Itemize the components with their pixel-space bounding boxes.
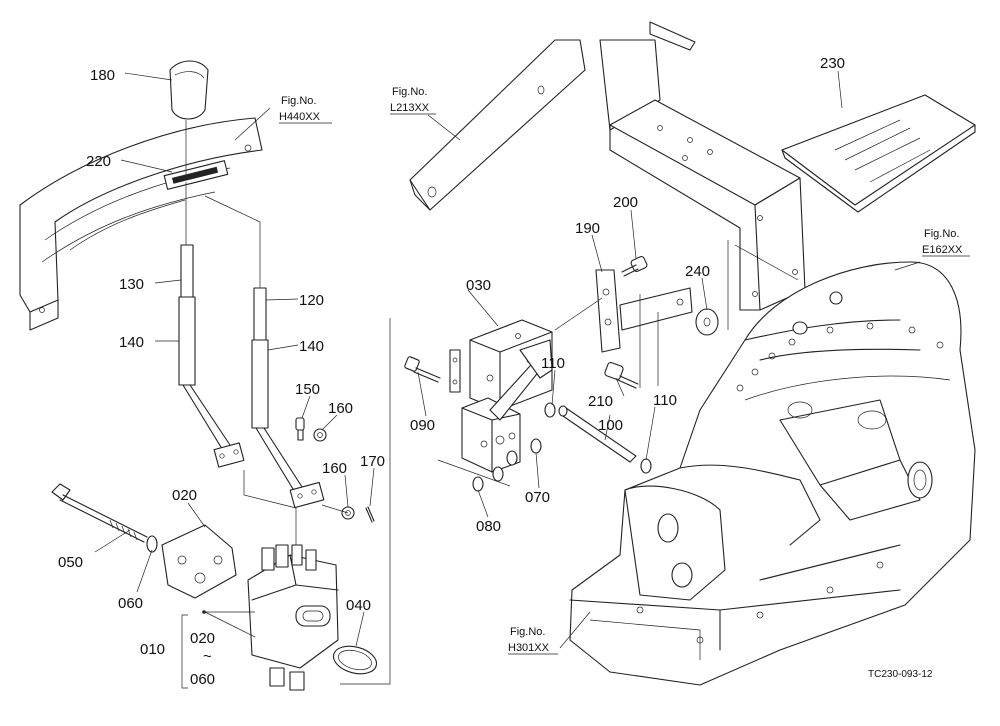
washer-240	[695, 308, 719, 336]
control-valve	[247, 508, 339, 691]
bolt-050	[51, 483, 148, 543]
label-part-050: 050	[58, 554, 83, 571]
label-part-140: 140	[299, 338, 324, 355]
lever-120	[251, 287, 325, 509]
label-part-030: 030	[466, 277, 491, 294]
fig-ref-l213-line2: L213XX	[390, 102, 430, 114]
transmission-case	[569, 261, 976, 686]
label-part-160: 160	[328, 400, 353, 417]
leader-lines	[94, 70, 921, 649]
label-part-150: 150	[295, 381, 320, 398]
label-part-160: 160	[322, 460, 347, 477]
label-part-080: 080	[476, 518, 501, 535]
section-divider	[340, 318, 391, 685]
bolt-150	[295, 417, 305, 441]
bolt-090	[404, 356, 441, 383]
group-bracket	[181, 614, 188, 689]
label-part-210: 210	[588, 393, 613, 410]
label-part-020: 020	[190, 630, 215, 647]
label-part-220: 220	[86, 153, 111, 170]
label-part-070: 070	[525, 489, 550, 506]
label-part-060: 060	[190, 671, 215, 688]
label-part-120: 120	[299, 292, 324, 309]
bolt-210	[604, 361, 639, 389]
label-part-110: 110	[541, 355, 565, 372]
label-part-230: 230	[820, 55, 845, 72]
label-part-010: 010	[140, 641, 165, 658]
label-part-110: 110	[653, 392, 677, 409]
lever-knob	[169, 60, 209, 178]
pipe-100	[558, 405, 637, 463]
part-labels: 180 220 130 140 120 140 150 160 160 170 …	[58, 55, 845, 688]
o-ring-070	[530, 438, 542, 454]
fig-ref-h301-line2: H301XX	[508, 642, 550, 654]
label-part-200: 200	[613, 194, 638, 211]
o-ring-040	[332, 645, 378, 675]
o-rings-080	[472, 450, 518, 492]
fig-ref-e162-line1: Fig.No.	[924, 228, 959, 240]
washer-060	[146, 535, 158, 553]
lever-130	[178, 244, 245, 468]
drawing-code: TC230-093-12	[868, 669, 933, 680]
o-ring-110a	[544, 402, 556, 418]
label-range-tilde: ~	[203, 648, 212, 665]
plate-020	[161, 524, 237, 599]
bolt-200	[621, 256, 648, 277]
lever-guide-plate	[19, 117, 263, 331]
label-part-040: 040	[346, 597, 371, 614]
fig-ref-h301-line1: Fig.No.	[510, 626, 545, 638]
pin-170	[365, 506, 375, 523]
frame-rail	[409, 39, 586, 211]
label-part-180: 180	[90, 67, 115, 84]
label-part-140: 140	[119, 334, 144, 351]
label-part-020: 020	[172, 487, 197, 504]
label-part-130: 130	[119, 276, 144, 293]
bracket-190	[595, 269, 693, 353]
label-part-090: 090	[410, 417, 435, 434]
label-part-240: 240	[685, 263, 710, 280]
label-part-100: 100	[598, 417, 623, 434]
fig-ref-e162-line2: E162XX	[922, 244, 963, 256]
fig-ref-h440-line2: H440XX	[279, 111, 321, 123]
cover-block	[461, 339, 553, 473]
label-part-170: 170	[360, 453, 385, 470]
operators-manual	[781, 94, 976, 213]
fig-refs: Fig.No. H440XX Fig.No. L213XX Fig.No. E1…	[279, 86, 970, 655]
fig-ref-h440-line1: Fig.No.	[281, 95, 316, 107]
washer-160a	[313, 428, 327, 442]
gasket-plate	[449, 349, 461, 393]
label-part-190: 190	[575, 220, 600, 237]
label-part-060: 060	[118, 595, 143, 612]
fig-ref-l213-line1: Fig.No.	[392, 86, 427, 98]
o-ring-110b	[640, 458, 652, 474]
